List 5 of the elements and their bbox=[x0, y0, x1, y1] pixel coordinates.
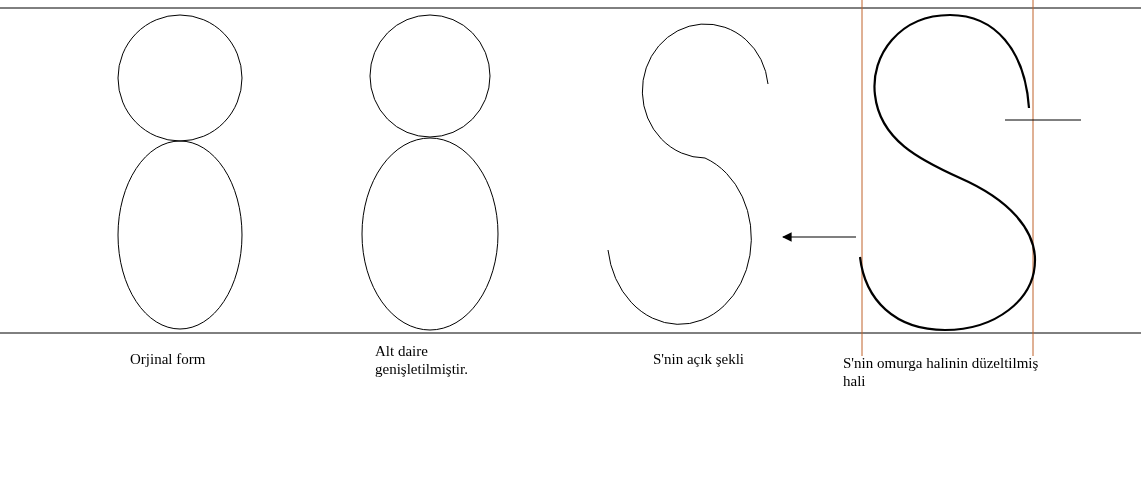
node-label: Orjinal form bbox=[130, 350, 207, 368]
node-label: S'nin omurga halinin düzeltilmiş hali bbox=[843, 354, 1040, 390]
node-label: Alt daire genişletilmiştir. bbox=[375, 342, 469, 378]
arrow bbox=[782, 232, 857, 242]
node-label: S'nin açık şekli bbox=[653, 350, 746, 368]
